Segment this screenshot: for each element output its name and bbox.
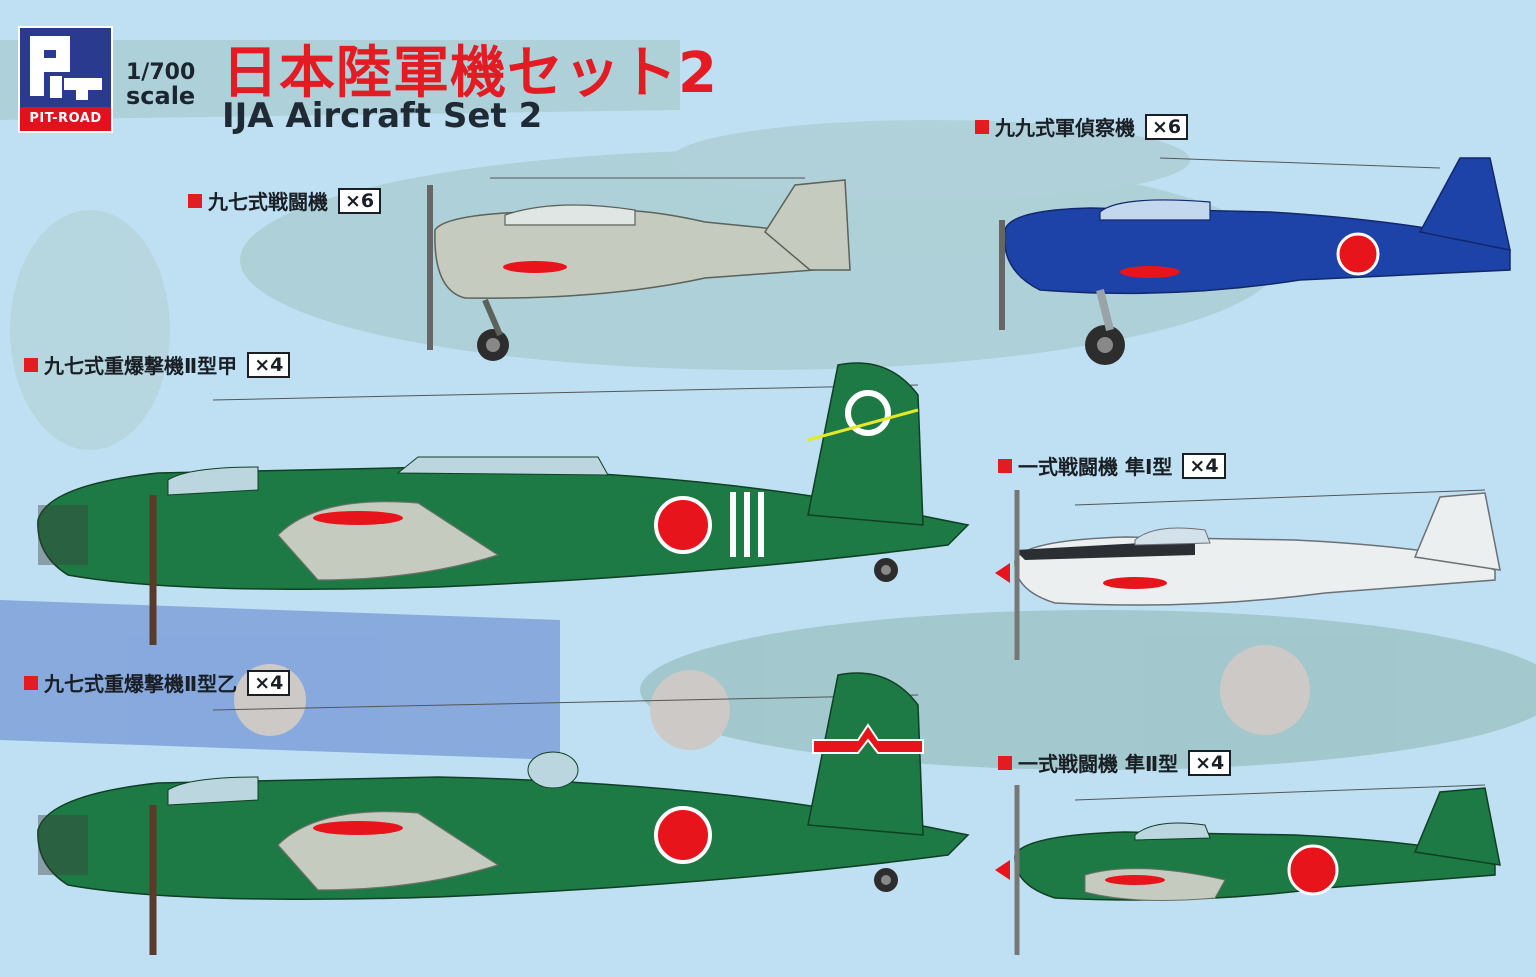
red-square-marker	[998, 755, 1012, 770]
quantity-badge: ×4	[247, 669, 291, 696]
type97-bomber-otsu-illustration	[37, 672, 970, 955]
aircraft-name: 一式戦闘機 隼Ⅰ型	[1018, 455, 1173, 479]
aircraft-name: 九七式戦闘機	[208, 190, 328, 214]
label-type99-recon: 九九式軍偵察機 ×6	[975, 112, 1189, 141]
pit-road-logo: PIT-ROAD	[18, 26, 113, 133]
quantity-badge: ×6	[338, 187, 382, 214]
aircraft-name: 一式戦闘機 隼Ⅱ型	[1018, 752, 1179, 776]
quantity-badge: ×4	[1188, 749, 1232, 776]
quantity-badge: ×4	[247, 351, 291, 378]
scale-number: 1/700	[126, 60, 196, 85]
aircraft-name: 九七式重爆撃機Ⅱ型甲	[44, 354, 238, 378]
aircraft-name: 九七式重爆撃機Ⅱ型乙	[44, 672, 238, 696]
scale-word: scale	[126, 82, 196, 110]
label-type97-fighter: 九七式戦闘機 ×6	[188, 186, 382, 215]
title-english: IJA Aircraft Set 2	[222, 96, 543, 136]
label-hayabusa-2: 一式戦闘機 隼Ⅱ型 ×4	[998, 748, 1232, 777]
red-square-marker	[188, 193, 202, 208]
label-type97-bomber-otsu: 九七式重爆撃機Ⅱ型乙 ×4	[24, 668, 291, 697]
quantity-badge: ×4	[1182, 452, 1226, 479]
red-square-marker	[24, 675, 38, 690]
quantity-badge: ×6	[1145, 113, 1189, 140]
logo-text: PIT-ROAD	[20, 107, 111, 131]
hayabusa-1-illustration	[995, 489, 1501, 660]
hayabusa-2-illustration	[995, 784, 1501, 955]
type99-recon-illustration	[999, 157, 1511, 365]
aircraft-name: 九九式軍偵察機	[995, 116, 1135, 140]
title-japanese: 日本陸軍機セット2	[222, 41, 718, 106]
red-square-marker	[998, 458, 1012, 473]
red-square-marker	[24, 357, 38, 372]
red-square-marker	[975, 119, 989, 134]
label-hayabusa-1: 一式戦闘機 隼Ⅰ型 ×4	[998, 451, 1226, 480]
label-type97-bomber-ko: 九七式重爆撃機Ⅱ型甲 ×4	[24, 350, 291, 379]
type97-bomber-ko-illustration	[37, 362, 970, 645]
type97-fighter-illustration	[427, 177, 851, 361]
pit-road-logo-mark	[30, 36, 102, 100]
